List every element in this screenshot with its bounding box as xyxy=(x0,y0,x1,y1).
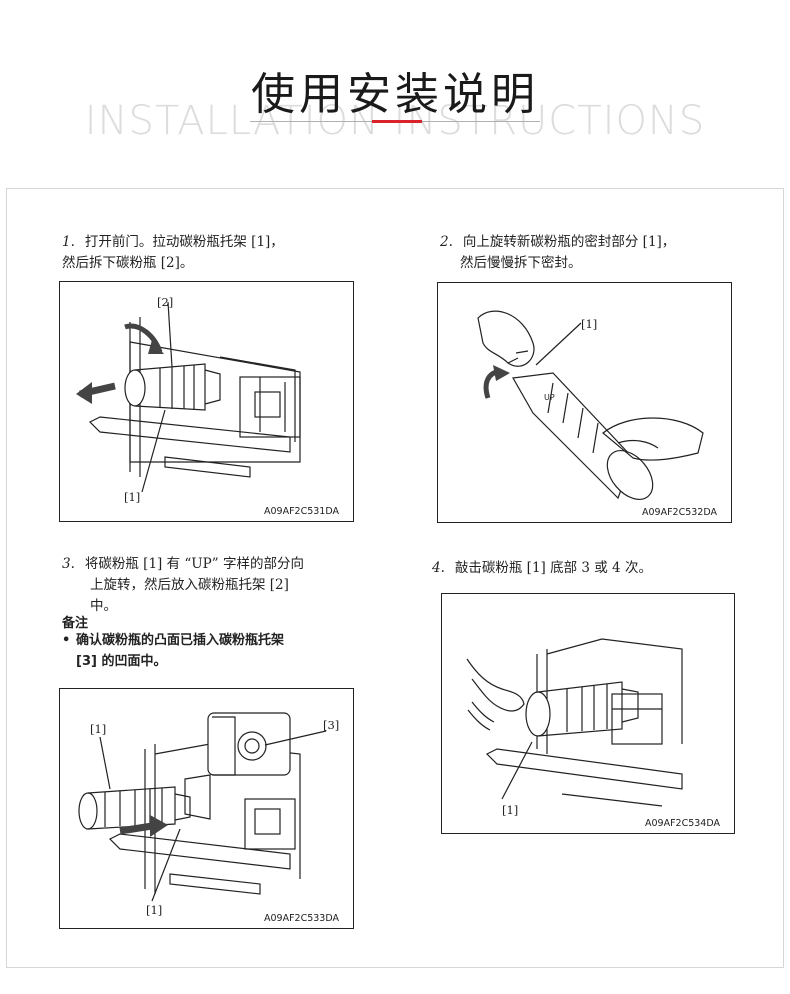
step-3-line-3: 中。 xyxy=(90,598,117,614)
figure-2-code: A09AF2C532DA xyxy=(641,507,717,518)
step-4: 4. 敲击碳粉瓶 [1] 底部 3 或 4 次。 xyxy=(432,558,652,579)
figure-3-label-2: [3] xyxy=(323,718,340,732)
title-accent-bar xyxy=(372,120,422,123)
figure-4-label-1: [1] xyxy=(502,803,519,817)
figure-2: UP [1] A09AF2C532DA xyxy=(437,282,732,523)
step-1: 1. 打开前门。拉动碳粉瓶托架 [1]， 然后拆下碳粉瓶 [2]。 xyxy=(62,232,284,274)
page-title-cn: 使用安装说明 xyxy=(251,69,539,120)
figure-3-label-1: [1] xyxy=(90,722,107,736)
figure-1-label-1: [2] xyxy=(157,295,174,309)
step-2: 2. 向上旋转新碳粉瓶的密封部分 [1]， 然后慢慢拆下密封。 xyxy=(440,232,675,274)
note-line-2: [3] 的凹面中。 xyxy=(76,654,167,669)
step-2-line-1: 向上旋转新碳粉瓶的密封部分 [1]， xyxy=(462,234,676,250)
step-3: 3. 将碳粉瓶 [1] 有 “UP” 字样的部分向 上旋转，然后放入碳粉瓶托架 [… xyxy=(62,554,304,617)
step-2-number: 2. xyxy=(440,234,453,250)
figure-4-illustration xyxy=(466,638,683,807)
svg-text:UP: UP xyxy=(544,393,555,402)
figure-4: [1] A09AF2C534DA xyxy=(441,593,735,834)
figure-1: [2] [1] A09AF2C531DA xyxy=(59,281,354,522)
step-3-line-2: 上旋转，然后放入碳粉瓶托架 [2] xyxy=(90,577,289,593)
note-line-1: 确认碳粉瓶的凸面已插入碳粉瓶托架 xyxy=(76,633,285,648)
step-3-number: 3. xyxy=(62,556,75,572)
figure-3-label-3: [1] xyxy=(146,903,163,917)
figure-1-illustration xyxy=(76,301,301,493)
note-body: • 确认碳粉瓶的凸面已插入碳粉瓶托架 [3] 的凹面中。 xyxy=(62,630,284,672)
step-3-line-1: 将碳粉瓶 [1] 有 “UP” 字样的部分向 xyxy=(84,556,304,572)
figure-3: [1] [3] [1] A09AF2C533DA xyxy=(59,688,354,929)
note-title: 备注 xyxy=(62,616,89,631)
note-bullet: • xyxy=(62,633,71,648)
figure-2-illustration: UP xyxy=(477,310,704,500)
figure-4-code: A09AF2C534DA xyxy=(644,818,720,829)
step-2-line-2: 然后慢慢拆下密封。 xyxy=(460,255,582,271)
step-4-line-1: 敲击碳粉瓶 [1] 底部 3 或 4 次。 xyxy=(454,560,652,576)
figure-1-label-2: [1] xyxy=(124,490,141,504)
step-1-line-1: 打开前门。拉动碳粉瓶托架 [1]， xyxy=(84,234,284,250)
content-frame xyxy=(6,188,784,968)
figure-3-illustration xyxy=(78,712,327,902)
step-4-number: 4. xyxy=(432,560,445,576)
figure-1-code: A09AF2C531DA xyxy=(263,506,339,517)
figure-2-label-1: [1] xyxy=(581,317,598,331)
step-1-line-2: 然后拆下碳粉瓶 [2]。 xyxy=(62,255,194,271)
figure-3-code: A09AF2C533DA xyxy=(263,913,339,924)
step-1-number: 1. xyxy=(62,234,75,250)
